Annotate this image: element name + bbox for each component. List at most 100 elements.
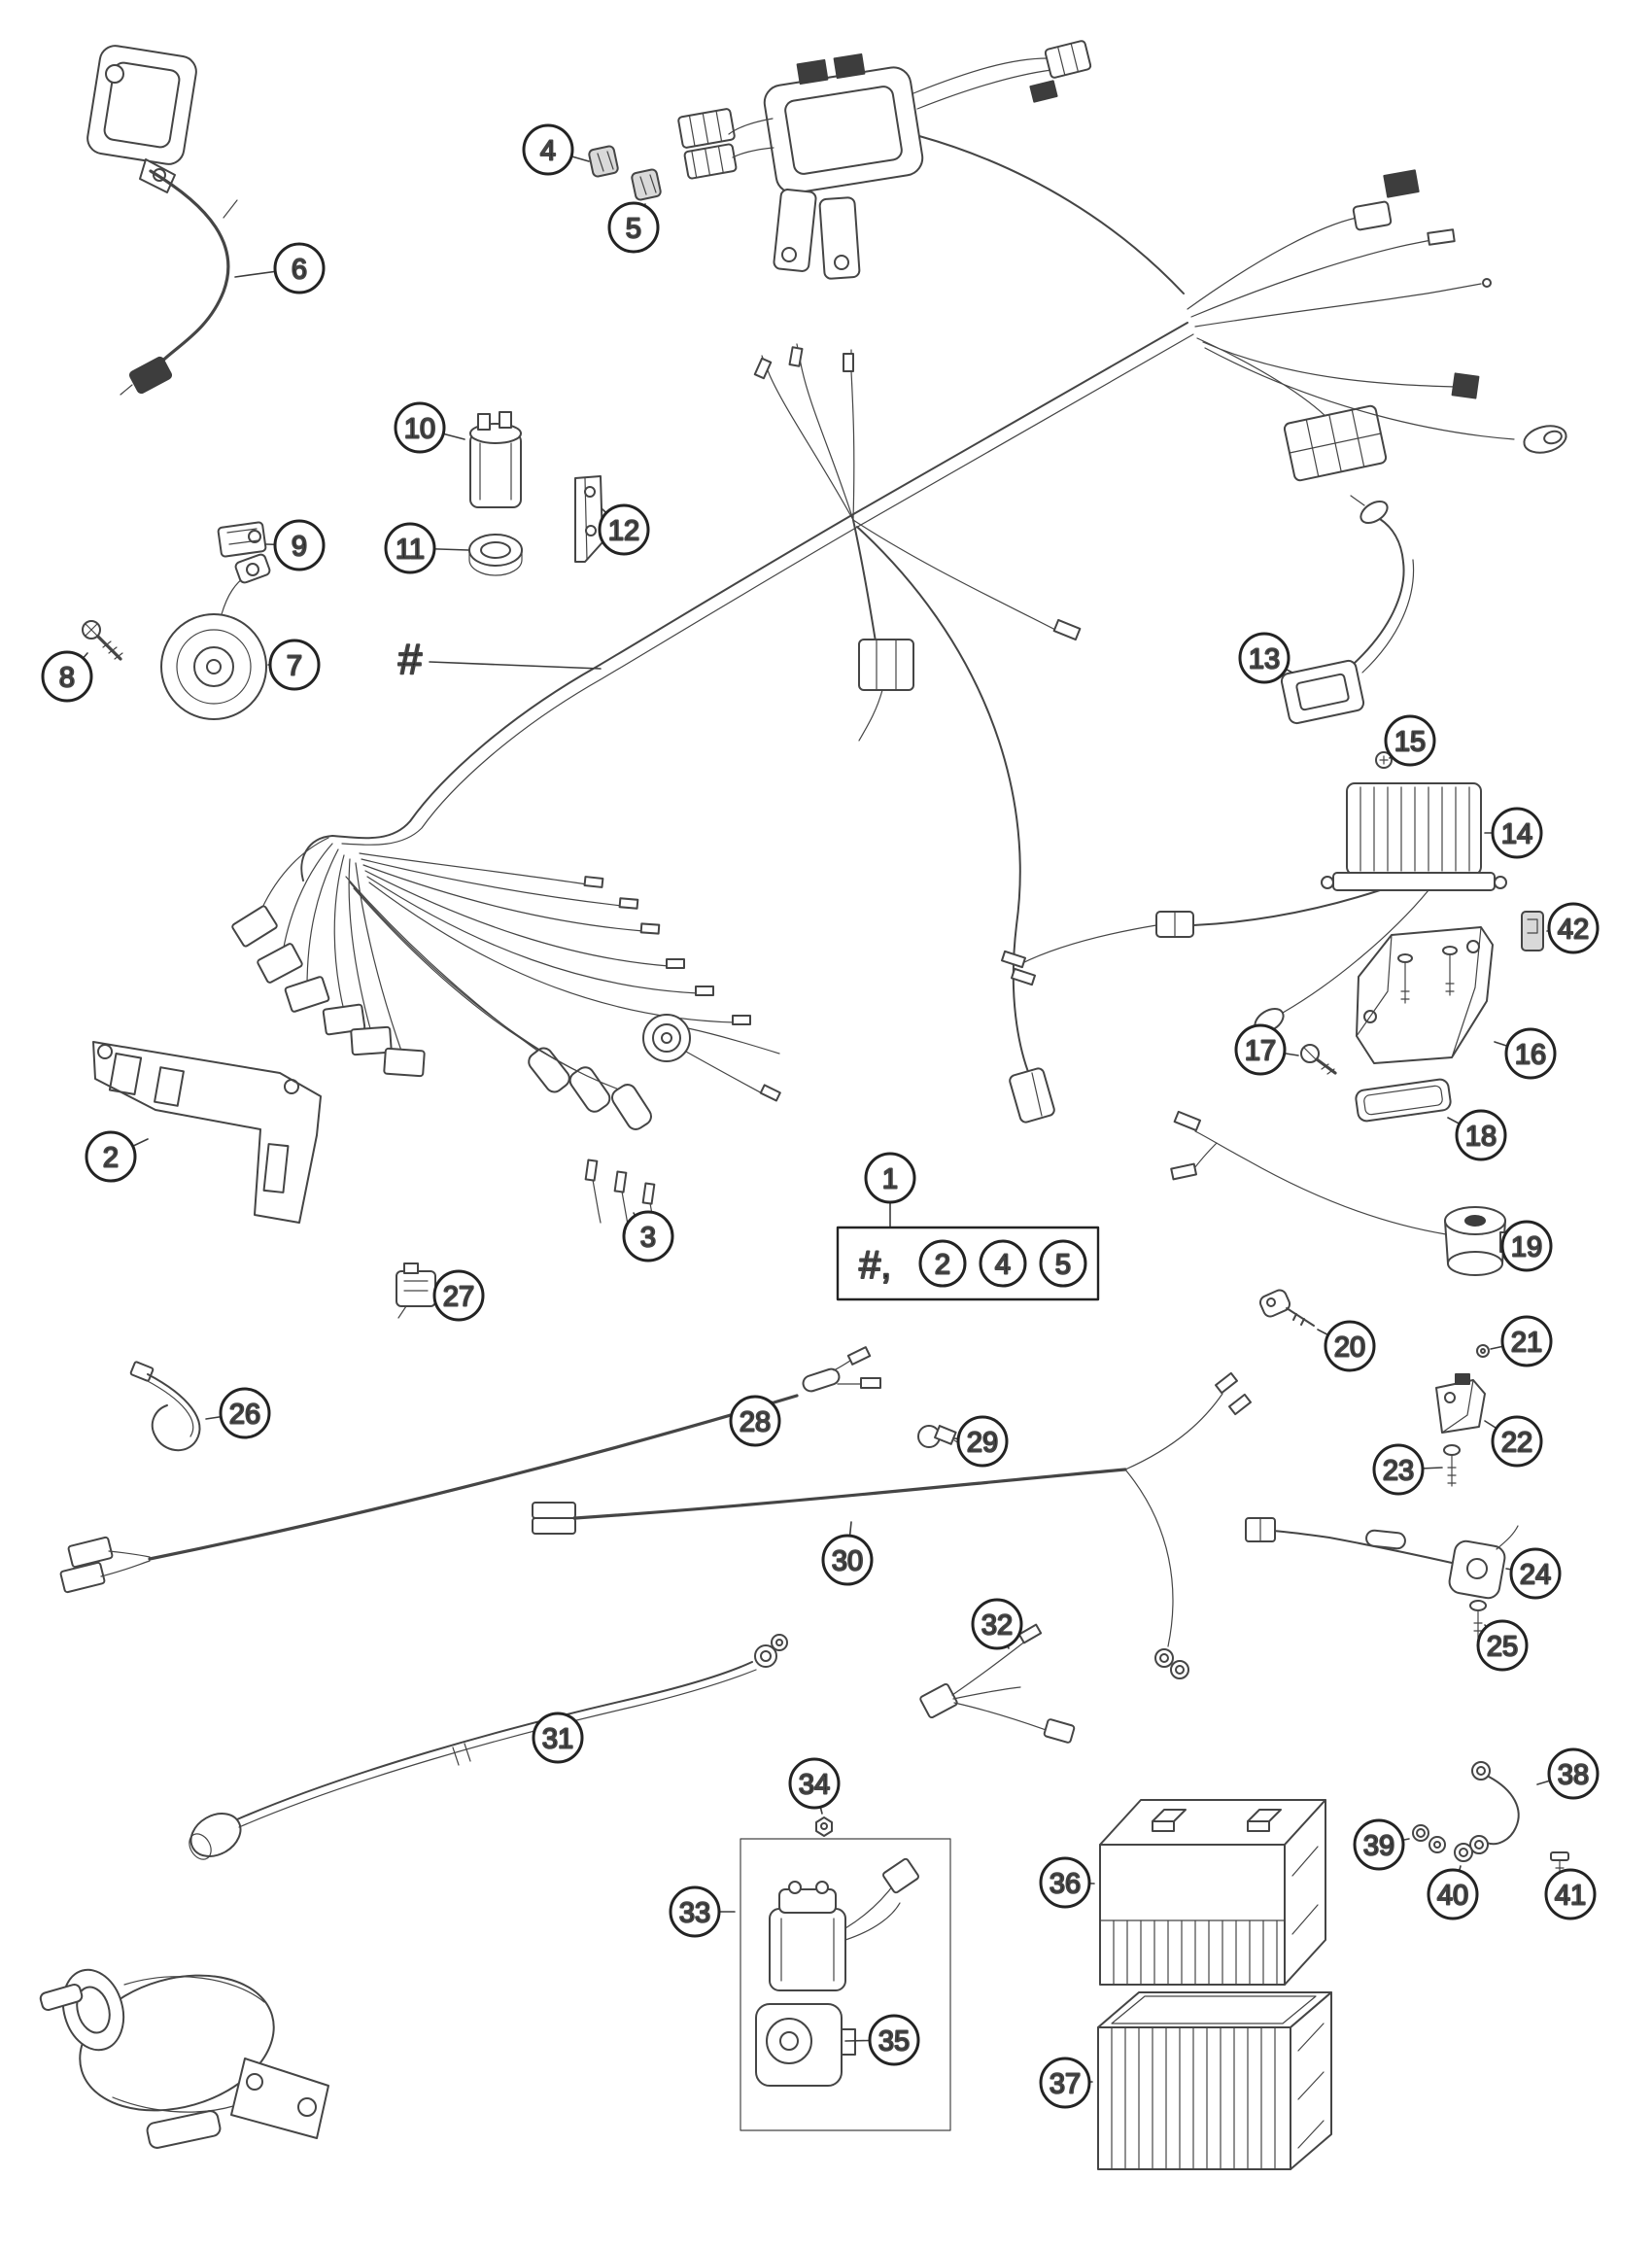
callout-12: 12 <box>598 503 650 556</box>
svg-text:20: 20 <box>1334 1332 1365 1363</box>
callout-42: 42 <box>1547 902 1600 954</box>
part-clip-4 <box>588 145 619 178</box>
hash-label: # <box>398 636 423 683</box>
callout-23: 23 <box>1372 1443 1425 1496</box>
callout-15: 15 <box>1384 714 1436 767</box>
callout-28: 28 <box>729 1395 781 1447</box>
callout-35: 35 <box>868 2014 920 2066</box>
callout-1: 1 <box>864 1152 916 1204</box>
callout-4: 4 <box>522 123 574 176</box>
svg-text:1: 1 <box>882 1163 898 1194</box>
leader-line-hash <box>429 661 602 670</box>
callout-9: 9 <box>273 519 326 571</box>
part-clip-9 <box>217 521 267 558</box>
svg-text:5: 5 <box>626 213 641 244</box>
svg-text:4: 4 <box>540 135 556 166</box>
part-solenoid-box-33 <box>740 1816 951 2131</box>
svg-text:28: 28 <box>740 1406 771 1437</box>
svg-text:22: 22 <box>1501 1427 1532 1458</box>
part-battery-box-37 <box>1097 1991 1332 2170</box>
callout-30: 30 <box>821 1534 874 1586</box>
callout-10: 10 <box>394 401 446 454</box>
part-key-20 <box>1258 1289 1315 1327</box>
part-cable-31 <box>189 1634 788 1860</box>
part-jumper-wire-38 <box>1469 1761 1520 1854</box>
svg-text:10: 10 <box>404 413 435 444</box>
svg-text:42: 42 <box>1558 914 1589 945</box>
part-screw-41 <box>1550 1851 1569 1883</box>
part-horn-7 <box>160 553 271 720</box>
svg-text:3: 3 <box>640 1222 656 1253</box>
svg-text:11: 11 <box>396 534 425 565</box>
callout-14: 14 <box>1491 807 1543 859</box>
svg-text:19: 19 <box>1511 1231 1542 1262</box>
svg-text:17: 17 <box>1245 1035 1276 1066</box>
callout-3: 3 <box>622 1210 674 1262</box>
svg-text:23: 23 <box>1383 1455 1414 1486</box>
callout-6: 6 <box>273 242 326 294</box>
svg-text:13: 13 <box>1249 643 1280 674</box>
part-screw-21 <box>1476 1344 1490 1358</box>
part-screw-23 <box>1443 1444 1461 1487</box>
svg-text:38: 38 <box>1558 1759 1589 1790</box>
part-screw-8 <box>82 620 123 661</box>
part-bracket-16 <box>1356 926 1494 1064</box>
callout-40: 40 <box>1427 1868 1479 1920</box>
part-clip-5 <box>631 168 662 201</box>
part-screw-15 <box>1375 751 1393 769</box>
part-bracket-22 <box>1435 1373 1486 1434</box>
callout-16: 16 <box>1504 1027 1557 1080</box>
part-capacitor-10 <box>469 411 522 508</box>
legend-item-2: 2 <box>918 1239 967 1288</box>
svg-text:37: 37 <box>1050 2068 1081 2099</box>
callout-11: 11 <box>384 522 436 574</box>
svg-text:12: 12 <box>608 515 639 546</box>
part-harness-right-fan <box>1187 169 1567 482</box>
callout-2: 2 <box>85 1130 137 1183</box>
svg-text:40: 40 <box>1437 1880 1468 1911</box>
part-relay-assembly <box>677 40 1185 294</box>
svg-text:30: 30 <box>832 1545 863 1576</box>
callout-26: 26 <box>219 1387 271 1439</box>
part-left-harness <box>231 837 781 1130</box>
part-control-unit <box>86 45 238 396</box>
callout-8: 8 <box>41 650 93 703</box>
svg-text:9: 9 <box>292 531 307 562</box>
part-center-junction <box>753 343 1082 1124</box>
svg-text:27: 27 <box>443 1281 474 1312</box>
callout-7: 7 <box>268 639 321 691</box>
callout-39: 39 <box>1353 1818 1405 1871</box>
callout-18: 18 <box>1455 1109 1507 1161</box>
svg-text:14: 14 <box>1501 818 1532 849</box>
part-wire-28 <box>59 1346 881 1594</box>
svg-text:8: 8 <box>59 662 75 693</box>
svg-text:26: 26 <box>229 1399 260 1430</box>
part-regulator-14 <box>1000 782 1507 1037</box>
svg-text:2: 2 <box>103 1142 119 1173</box>
part-wire-32 <box>919 1623 1076 1744</box>
svg-text:21: 21 <box>1511 1327 1542 1358</box>
callout-20: 20 <box>1324 1320 1376 1372</box>
callout-17: 17 <box>1234 1023 1287 1076</box>
part-washers-39 <box>1412 1824 1446 1853</box>
callout-5: 5 <box>607 201 660 254</box>
part-screw-17 <box>1300 1044 1337 1075</box>
svg-text:36: 36 <box>1050 1868 1081 1899</box>
svg-text:31: 31 <box>542 1723 573 1754</box>
svg-text:33: 33 <box>679 1897 710 1928</box>
legend-prefix: #, <box>859 1244 891 1287</box>
svg-text:24: 24 <box>1520 1559 1551 1590</box>
svg-text:7: 7 <box>287 650 302 681</box>
part-bracket-12 <box>574 475 603 563</box>
part-ring-11 <box>468 534 523 576</box>
svg-text:5: 5 <box>1055 1249 1071 1280</box>
part-starter-motor <box>39 1968 329 2149</box>
legend-item-5: 5 <box>1039 1239 1087 1288</box>
part-rubber-pad-18 <box>1355 1078 1452 1123</box>
part-switch-24 <box>1245 1517 1519 1600</box>
legend-item-4: 4 <box>979 1239 1027 1288</box>
